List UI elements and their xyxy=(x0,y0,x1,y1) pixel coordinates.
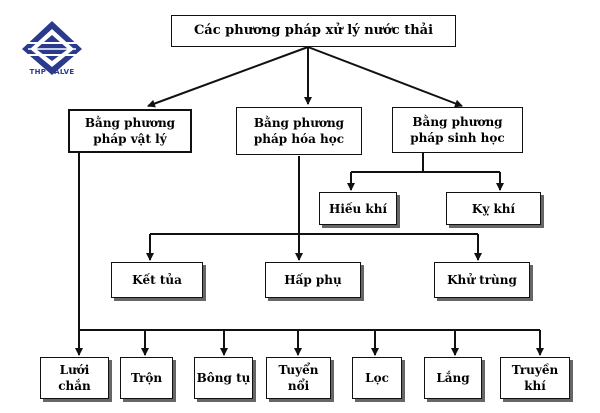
chemical-method-node: Bằng phương pháp hóa học xyxy=(236,107,362,155)
sedimentation-node: Lắng xyxy=(424,357,482,399)
root-node: Các phương pháp xử lý nước thải xyxy=(171,15,456,47)
screen-node: Lưới chắn xyxy=(40,357,109,399)
anaerobic-node: Kỵ khí xyxy=(446,192,541,225)
flocculation-node: Bông tụ xyxy=(194,357,253,399)
mixing-node: Trộn xyxy=(120,357,173,399)
flotation-node: Tuyển nổi xyxy=(266,357,331,399)
filtration-node: Lọc xyxy=(352,357,402,399)
logo-text: THP VALVE xyxy=(29,68,75,76)
mass-transfer-node: Truyền khí xyxy=(500,357,570,399)
disinfection-node: Khử trùng xyxy=(434,262,530,298)
precipitation-node: Kết tủa xyxy=(111,262,203,298)
physical-method-node: Bằng phương pháp vật lý xyxy=(68,109,192,153)
adsorption-node: Hấp phụ xyxy=(265,262,361,298)
biological-method-node: Bằng phương pháp sinh học xyxy=(392,107,523,153)
aerobic-node: Hiếu khí xyxy=(319,192,397,225)
thp-valve-logo-icon xyxy=(22,21,82,75)
